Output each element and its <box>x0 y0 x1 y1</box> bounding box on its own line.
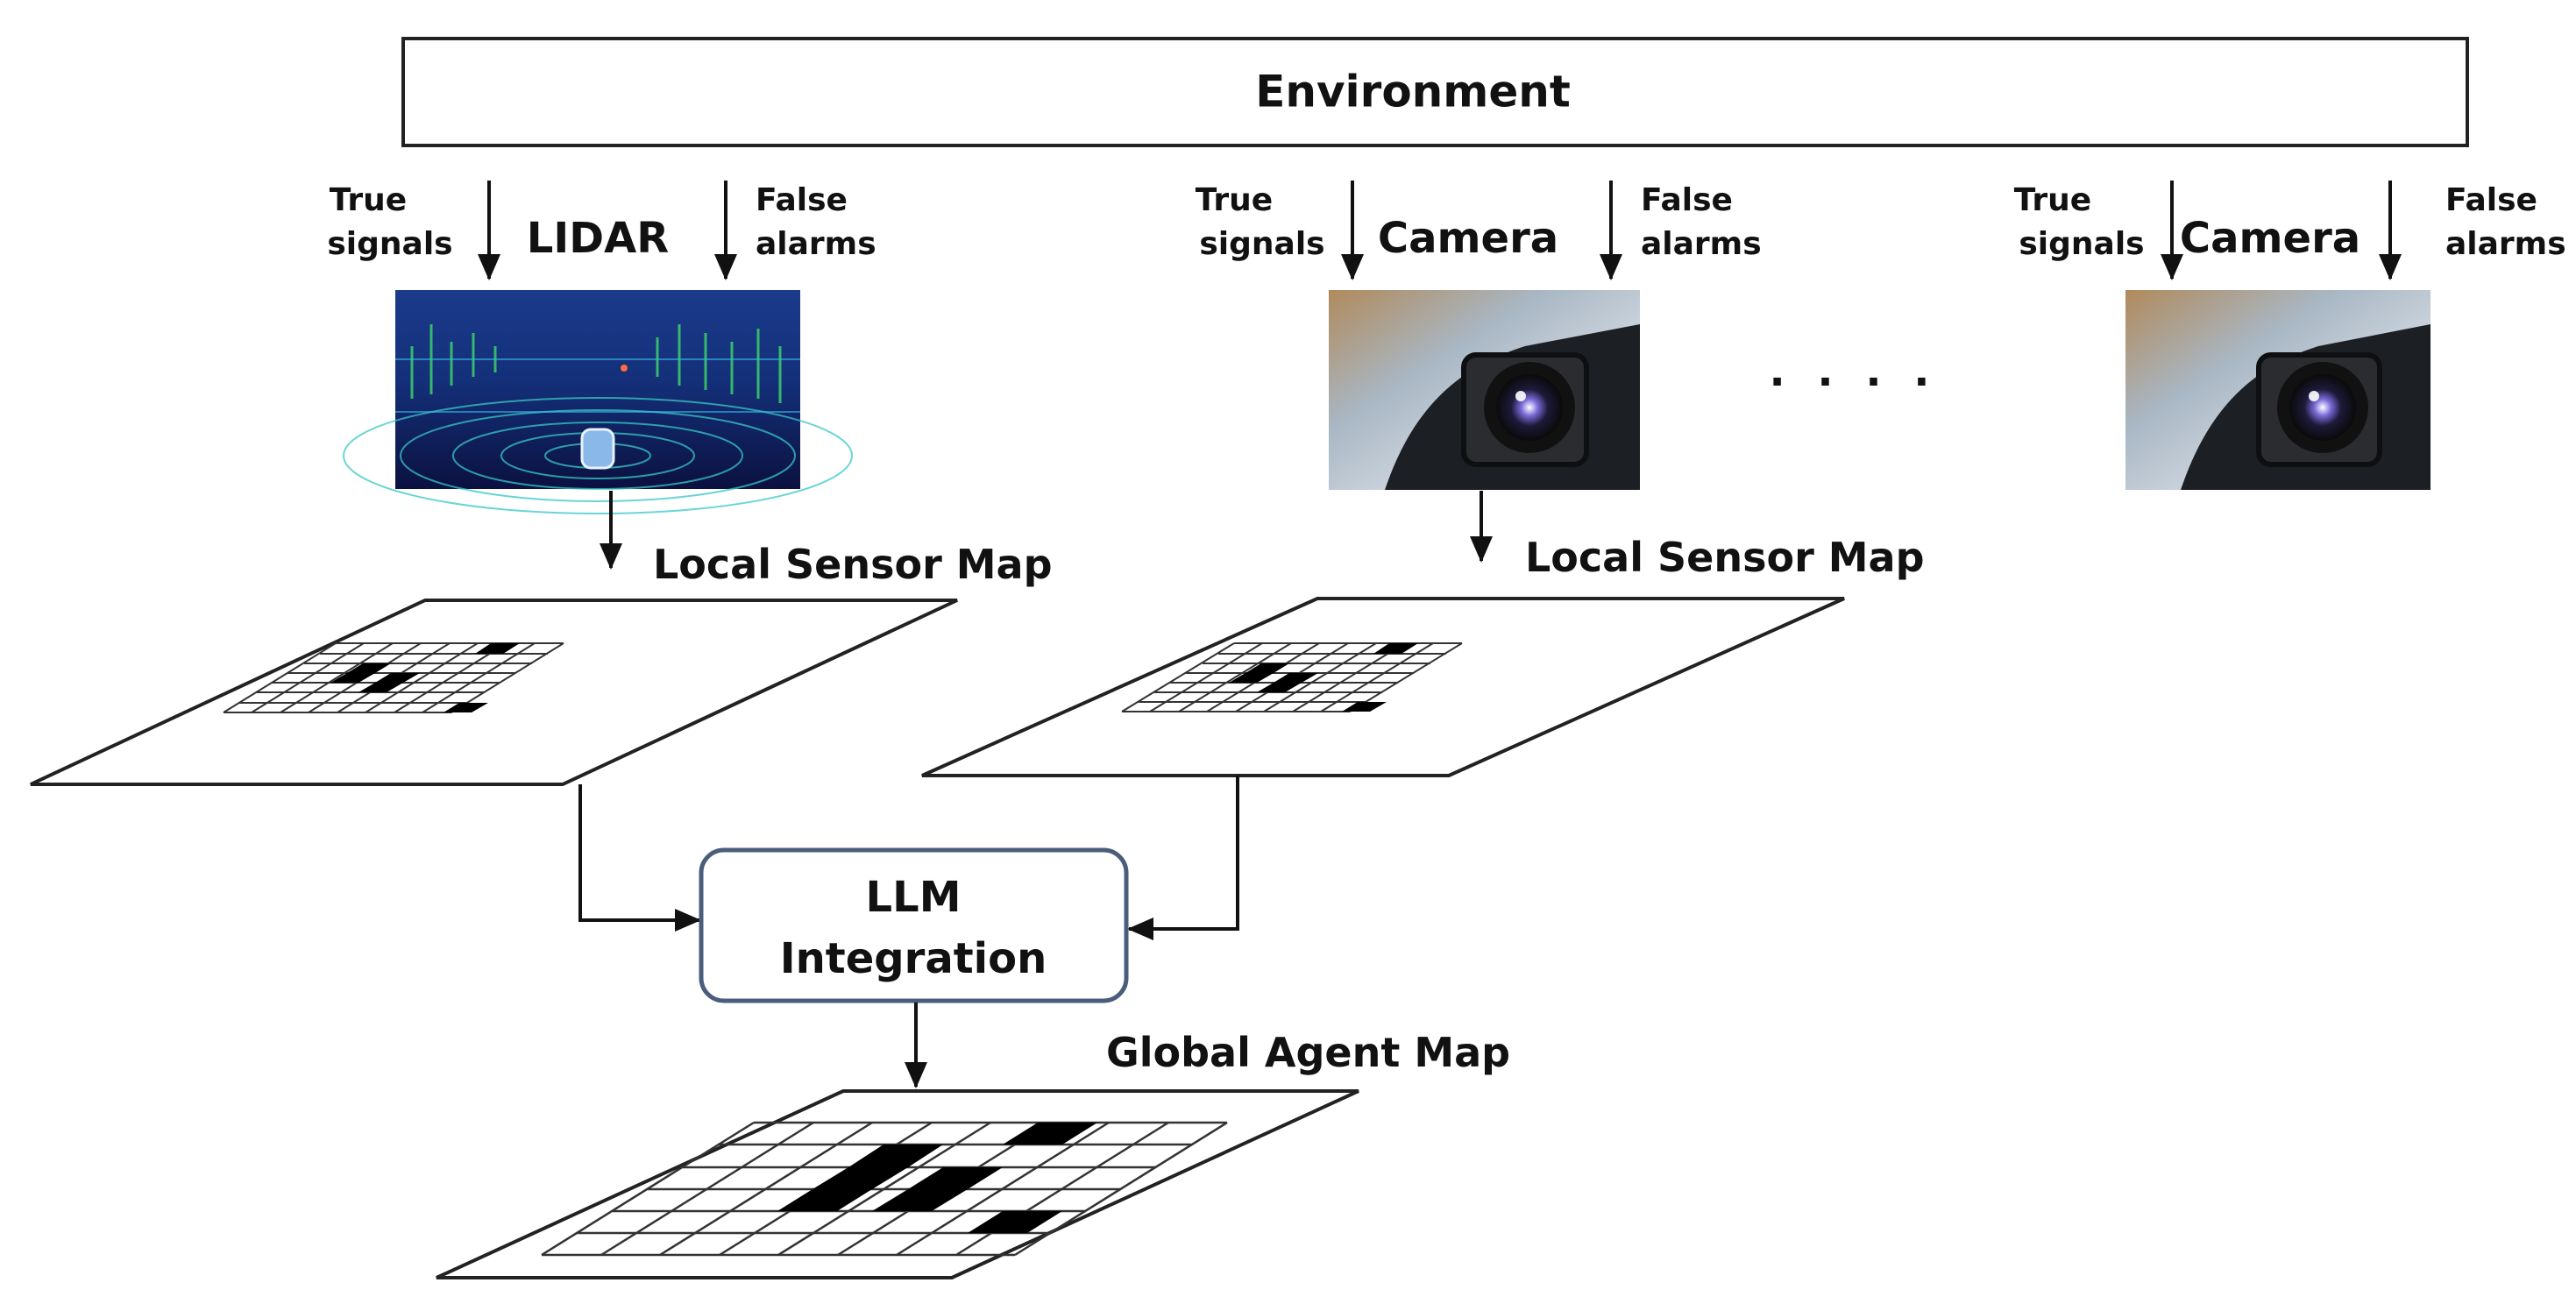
true-signals-label: True <box>1196 182 1273 218</box>
camera-sensor-group: True signals Camera False alarms Local S… <box>921 181 1925 777</box>
connector-arrow <box>578 784 701 932</box>
sensor-name: Camera <box>2180 214 2360 263</box>
ellipsis: . . . . <box>1769 347 1938 396</box>
connector-arrow <box>1127 776 1239 940</box>
llm-integration-box: LLM Integration <box>699 847 1129 1003</box>
sensor-name: LIDAR <box>527 214 669 263</box>
true-signals-label: True <box>330 182 407 218</box>
environment-label: Environment <box>1255 67 1571 117</box>
false-alarms-label: False <box>756 182 848 218</box>
local-sensor-map-label: Local Sensor Map <box>1525 534 1925 581</box>
local-sensor-map-label: Local Sensor Map <box>653 541 1053 588</box>
global-agent-map-label: Global Agent Map <box>1106 1029 1510 1076</box>
lidar-sensor-group: True signals LIDAR False alarms <box>30 181 1053 786</box>
false-alarms-label: False <box>1641 182 1733 218</box>
llm-label: LLM <box>866 873 962 922</box>
environment-box: Environment <box>401 37 2469 147</box>
false-alarms-label: alarms <box>756 226 876 262</box>
occupied-cells <box>777 1123 1097 1233</box>
true-signals-label: signals <box>327 226 452 262</box>
llm-label: Integration <box>780 934 1047 983</box>
occupied-cells <box>330 643 520 712</box>
local-sensor-map <box>921 597 1845 777</box>
false-alarms-label: False <box>2445 182 2537 218</box>
occupied-cells <box>1229 643 1418 712</box>
false-alarms-label: alarms <box>1641 226 1762 262</box>
camera-image <box>1329 290 1640 490</box>
camera-sensor-group: True signals Camera False alarms <box>2014 181 2566 490</box>
local-sensor-map <box>30 599 958 786</box>
true-signals-label: signals <box>2019 226 2144 262</box>
sensor-name: Camera <box>1378 214 1558 263</box>
lidar-point-cloud-image <box>343 290 853 514</box>
global-agent-map <box>436 1089 1359 1279</box>
camera-image <box>2125 290 2431 490</box>
true-signals-label: signals <box>1199 226 1324 262</box>
true-signals-label: True <box>2014 182 2091 218</box>
false-alarms-label: alarms <box>2445 226 2566 262</box>
